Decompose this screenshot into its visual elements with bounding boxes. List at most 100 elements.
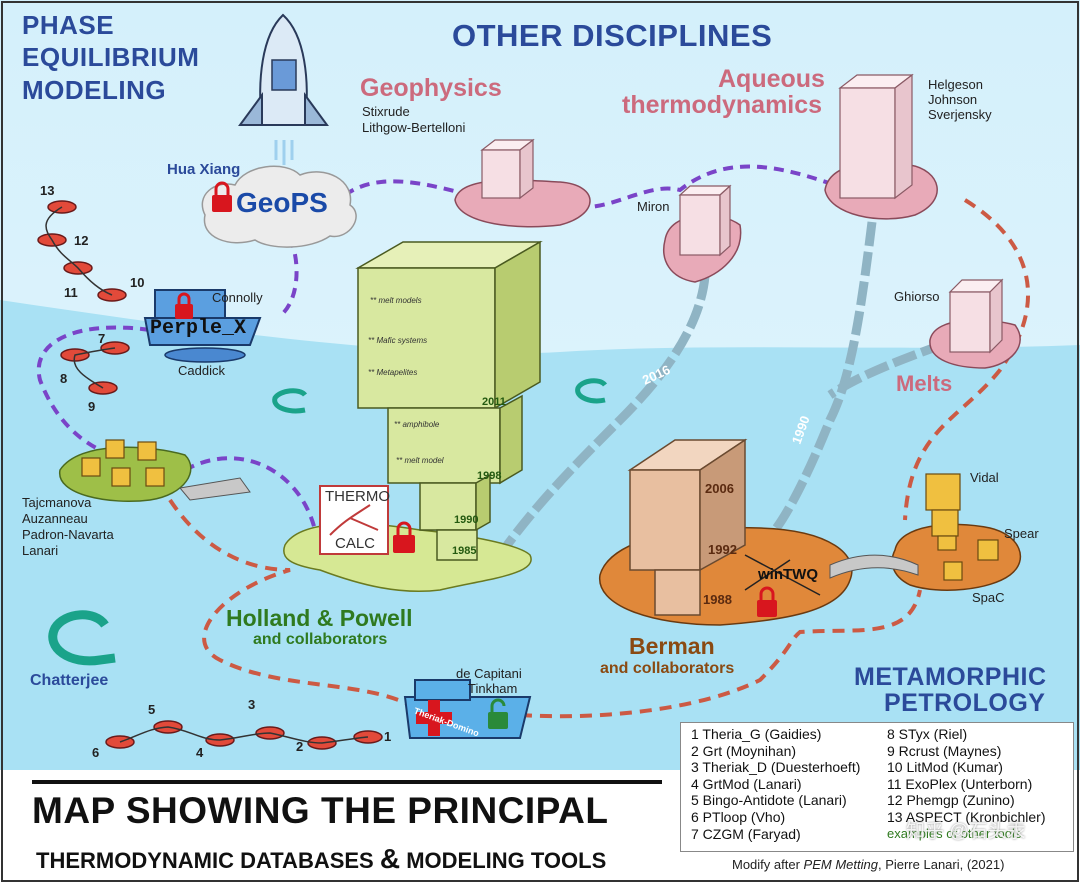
buoys-left xyxy=(37,200,130,395)
legend-entry: 9 Rcrust (Maynes) xyxy=(887,742,1002,759)
holland-sub: and collaborators xyxy=(253,631,388,648)
legend-entry: 11 ExoPlex (Unterborn) xyxy=(887,775,1033,792)
hp-year-1985: 1985 xyxy=(452,545,477,557)
corner-title-line-3: MODELING xyxy=(22,75,167,105)
swirl-a xyxy=(272,388,308,414)
ghiorso-label: Ghiorso xyxy=(894,289,940,304)
aqueous-title-1: Aqueous xyxy=(718,65,825,93)
buoy-number: 7 xyxy=(98,331,106,346)
corner-title-line-2: EQUILIBRIUM xyxy=(22,42,200,72)
hp-note-5: ** melt model xyxy=(396,456,444,465)
lock-icons xyxy=(175,181,777,729)
watermark: 知乎 @石头汞 xyxy=(906,821,1026,842)
vidal-label: Vidal xyxy=(970,470,999,485)
buoy-number: 4 xyxy=(196,745,204,760)
buoy-ropes-left xyxy=(45,206,116,389)
geops-label: GeoPS xyxy=(236,187,328,218)
buoy-number: 11 xyxy=(64,285,78,300)
hp-note-1: ** melt models xyxy=(370,296,422,305)
chatterjee-label: Chatterjee xyxy=(30,672,109,689)
legend-footer: examples of other tools xyxy=(887,825,1022,841)
holland-title: Holland & Powell xyxy=(226,605,413,631)
perplex-label: Perple_X xyxy=(150,317,247,340)
buoy-number: 13 xyxy=(40,183,55,198)
credit-suffix: , Pierre Lanari, (2021) xyxy=(877,857,1005,872)
buoy-number: 5 xyxy=(148,702,156,717)
lanari-group-3: Padron-Navarta xyxy=(22,527,114,542)
thermocalc-label-2: CALC xyxy=(335,535,376,552)
legend-entry: 5 Bingo-Antidote (Lanari) xyxy=(691,792,847,809)
geops-cloud xyxy=(201,165,357,248)
perplex-author-caddick: Caddick xyxy=(178,363,225,378)
hp-year-1998: 1998 xyxy=(477,470,502,482)
thermocalc-label-1: THERMO xyxy=(325,488,390,505)
legend-entry: 8 STyx (Riel) xyxy=(887,726,968,742)
map-title: MAP SHOWING THE PRINCIPAL xyxy=(32,790,609,831)
hp-year-2011: 2011 xyxy=(482,396,506,408)
lanari-group-4: Lanari xyxy=(22,543,59,558)
legend-entry: 13 ASPECT (Kronbichler) xyxy=(887,808,1046,825)
bridge-left xyxy=(179,477,251,501)
buoy-number: 6 xyxy=(92,745,100,760)
berman-year-1992: 1992 xyxy=(708,542,737,557)
chatterjee-swirl xyxy=(48,610,116,666)
miron-label: Miron xyxy=(637,199,670,214)
swirl-b xyxy=(575,378,608,404)
hp-note-4: ** amphibole xyxy=(394,420,440,429)
other-disciplines-heading: OTHER DISCIPLINES xyxy=(452,18,773,53)
legend-entry: 10 LitMod (Kumar) xyxy=(887,759,1003,776)
tools-legend: 1 Theria_G (Gaidies) 2 Grt (Moynihan) 3 … xyxy=(680,722,1074,852)
legend-entry: 6 PTloop (Vho) xyxy=(691,808,786,825)
aqueous-person-1: Helgeson xyxy=(928,77,983,92)
buoy-number: 9 xyxy=(88,399,96,414)
lanari-group-1: Tajcmanova xyxy=(22,495,92,510)
credit-line: Modify after PEM Metting, Pierre Lanari,… xyxy=(732,857,1004,872)
pink-boxes xyxy=(480,73,1004,354)
legend-entry: 7 CZGM (Faryad) xyxy=(691,825,801,842)
credit-source: PEM Metting xyxy=(803,857,878,872)
wintwq-label: winTWQ xyxy=(758,566,818,583)
hp-note-2: ** Mafic systems xyxy=(368,336,428,345)
geophysics-title: Geophysics xyxy=(360,74,502,102)
bridge-right xyxy=(829,554,919,579)
legend-right-column: 8 STyx (Riel) 9 Rcrust (Maynes) 10 LitMo… xyxy=(887,726,1045,842)
spear-label: Spear xyxy=(1004,526,1039,541)
corner-title-line-1: PHASE xyxy=(22,10,115,40)
geops-author: Hua Xiang xyxy=(167,161,241,178)
hp-tower xyxy=(355,240,543,561)
legend-entry: 3 Theriak_D (Duesterhoeft) xyxy=(691,759,861,776)
legend-entry: 2 Grt (Moynihan) xyxy=(691,742,797,759)
map-subtitle: THERMODYNAMIC DATABASES & MODELING TOOLS xyxy=(36,843,606,875)
geophysics-person-2: Lithgow-Bertelloni xyxy=(362,120,466,135)
credit-prefix: Modify after xyxy=(732,857,800,872)
buoy-number: 2 xyxy=(296,739,304,754)
buoy-number: 10 xyxy=(130,275,145,290)
map-subtitle-amp: & xyxy=(379,843,401,874)
berman-tower xyxy=(627,438,748,616)
buoy-number: 1 xyxy=(384,729,392,744)
metamorphic-line-2: PETROLOGY xyxy=(884,689,1046,717)
thermocalc-logo xyxy=(319,485,389,555)
aqueous-person-3: Sverjensky xyxy=(928,107,992,122)
metamorphic-line-1: METAMORPHIC xyxy=(854,663,1047,691)
geophysics-person-1: Stixrude xyxy=(362,104,410,119)
legend-entry: 1 Theria_G (Gaidies) xyxy=(691,726,822,742)
buoy-number: 8 xyxy=(60,371,68,386)
berman-year-1988: 1988 xyxy=(703,592,732,607)
aqueous-title-2: thermodynamics xyxy=(622,91,823,119)
theriak-author-2: Tinkham xyxy=(468,681,518,696)
spac-label: SpaC xyxy=(972,590,1005,605)
rocket-icon xyxy=(238,13,329,165)
buoy-number: 12 xyxy=(74,233,89,248)
lanari-group-2: Auzanneau xyxy=(22,511,88,526)
hp-note-3: ** Metapelites xyxy=(368,368,418,377)
berman-sub: and collaborators xyxy=(600,660,735,677)
legend-entry: 12 Phemgp (Zunino) xyxy=(887,792,1015,809)
berman-title: Berman xyxy=(629,633,715,659)
aqueous-person-2: Johnson xyxy=(928,92,978,107)
legend-entry: 4 GrtMod (Lanari) xyxy=(691,775,802,792)
melts-label: Melts xyxy=(896,371,953,396)
legend-left-column: 1 Theria_G (Gaidies) 2 Grt (Moynihan) 3 … xyxy=(691,726,860,842)
perplex-author-connolly: Connolly xyxy=(212,290,263,305)
